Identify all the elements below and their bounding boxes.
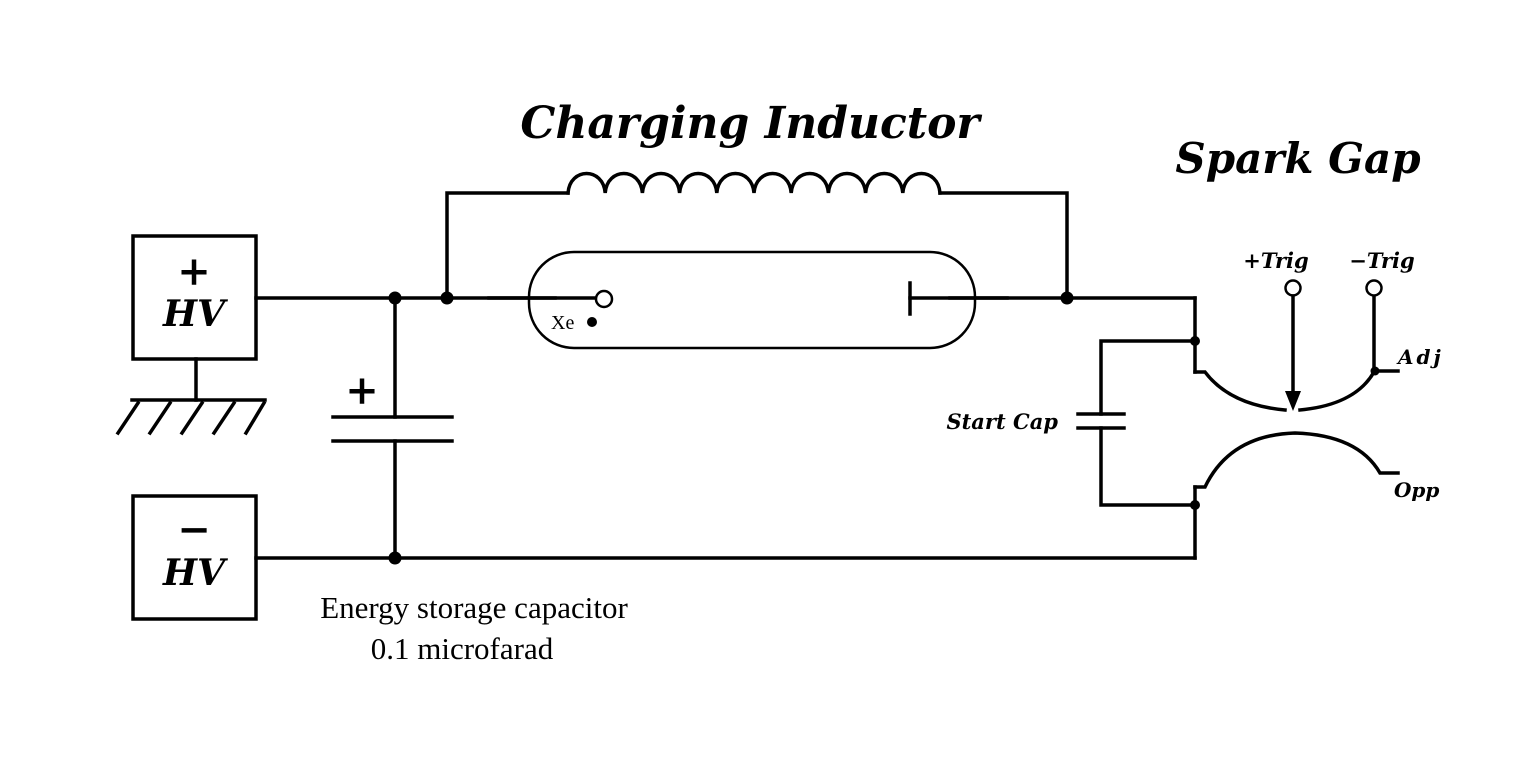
hv-negative-sign: − bbox=[177, 506, 211, 553]
plus-trig-terminal bbox=[1284, 279, 1302, 297]
hv-negative-label: HV bbox=[162, 552, 228, 594]
capacitor-plus-sign: + bbox=[345, 367, 379, 414]
spark-gap-title: Spark Gap bbox=[1175, 134, 1420, 183]
xe-label: Xe bbox=[551, 312, 574, 334]
charging-inductor-title: Charging Inductor bbox=[520, 98, 982, 149]
junction-dot bbox=[1060, 291, 1074, 305]
trigger-terminals: +Trig −Trig Adj Opp bbox=[1243, 248, 1444, 502]
ground-symbol bbox=[115, 357, 267, 436]
hv-negative-supply: − HV bbox=[131, 494, 258, 621]
plus-trig-label: +Trig bbox=[1243, 248, 1308, 273]
start-cap-label: Start Cap bbox=[946, 409, 1058, 434]
opp-label: Opp bbox=[1394, 478, 1439, 502]
trigger-arrowhead bbox=[1285, 391, 1301, 411]
charging-inductor bbox=[445, 171, 1069, 300]
energy-storage-capacitor: + bbox=[331, 296, 454, 560]
top-rail bbox=[254, 296, 1197, 374]
start-capacitor: Start Cap bbox=[946, 339, 1197, 507]
tube-anode-terminal bbox=[594, 289, 614, 309]
minus-trig-terminal bbox=[1365, 279, 1383, 297]
hv-positive-label: HV bbox=[162, 293, 228, 335]
xe-fill-dot bbox=[587, 317, 597, 327]
hv-positive-sign: + bbox=[177, 248, 211, 295]
capacitor-caption-line1: Energy storage capacitor bbox=[320, 590, 628, 625]
junction-dot bbox=[388, 291, 402, 305]
capacitor-caption-line2: 0.1 microfarad bbox=[371, 631, 554, 666]
bottom-rail bbox=[254, 485, 1197, 560]
junction-dot bbox=[388, 551, 402, 565]
minus-trig-label: −Trig bbox=[1349, 248, 1414, 273]
xenon-flash-tube: Xe bbox=[487, 250, 1009, 350]
junction-dot bbox=[440, 291, 454, 305]
hv-positive-supply: + HV bbox=[131, 234, 258, 361]
adj-label: Adj bbox=[1396, 345, 1444, 369]
spark-gap bbox=[1193, 292, 1400, 489]
junction-dots bbox=[388, 291, 1200, 565]
